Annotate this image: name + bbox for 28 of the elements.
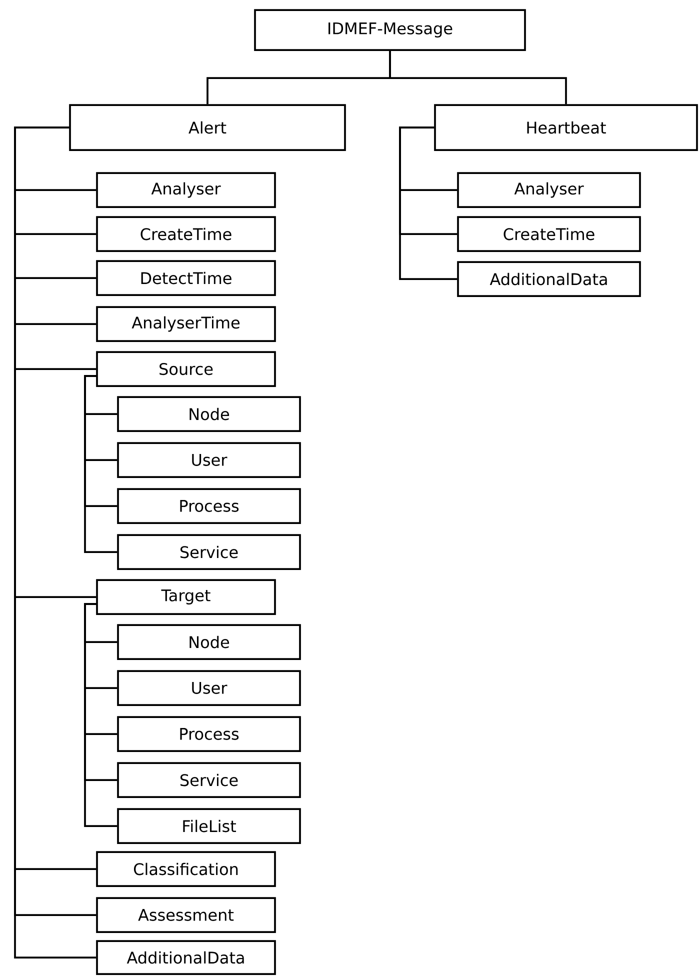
element-box: Service [117, 762, 301, 798]
element-box: Process [117, 716, 301, 752]
element-box: Process [117, 488, 301, 524]
connector-line [389, 50, 567, 104]
element-box: Analyser [96, 172, 276, 208]
element-box: Source [96, 351, 276, 387]
element-box: AnalyserTime [96, 306, 276, 342]
element-box: AdditionalData [457, 261, 641, 297]
element-box: FileList [117, 808, 301, 844]
element-box: Target [96, 579, 276, 615]
element-box: User [117, 670, 301, 706]
element-box: Classification [96, 851, 276, 887]
message-box: Heartbeat [434, 104, 698, 151]
element-box: DetectTime [96, 260, 276, 296]
connector-line [84, 375, 118, 553]
element-box: CreateTime [457, 216, 641, 252]
message-box: Alert [69, 104, 346, 151]
element-box: Node [117, 396, 301, 432]
element-box: CreateTime [96, 216, 276, 252]
connector-line [84, 603, 118, 827]
message-box: IDMEF-Message [254, 9, 526, 51]
connector-line [399, 126, 458, 280]
element-box: Assessment [96, 897, 276, 933]
element-box: AdditionalData [96, 940, 276, 975]
element-box: Service [117, 534, 301, 570]
element-box: Analyser [457, 172, 641, 208]
element-box: User [117, 442, 301, 478]
element-box: Node [117, 624, 301, 660]
